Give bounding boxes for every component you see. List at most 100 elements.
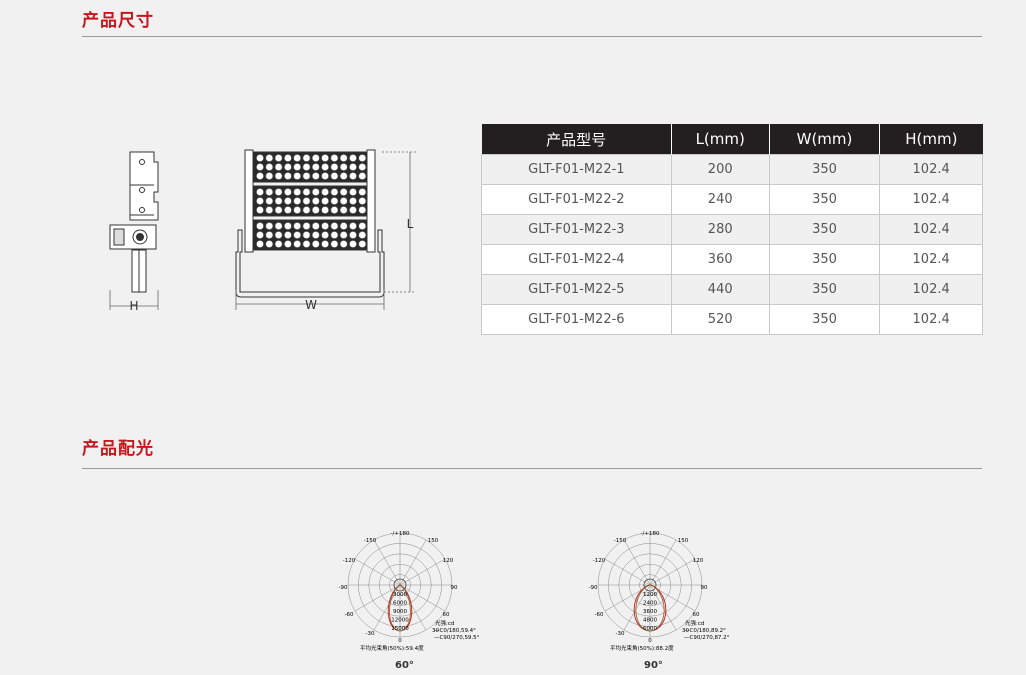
- legend-c0: —C0/180,59.4°: [434, 628, 476, 634]
- polar-chart-90: -/+180 -150 150 -120 120 -90 90 -60 60 -…: [589, 531, 730, 652]
- angle-label-120: 120: [693, 558, 704, 564]
- radial-label: 15000: [391, 626, 409, 632]
- cell-width: 350: [768, 244, 881, 275]
- lens: [283, 197, 292, 205]
- lens: [274, 240, 283, 248]
- cell-height: 102.4: [879, 274, 983, 305]
- lens: [321, 206, 329, 214]
- unit-label: 光强:cd: [685, 619, 704, 627]
- cell-length: 440: [670, 274, 770, 305]
- lens: [339, 172, 348, 180]
- lens: [283, 172, 292, 180]
- cell-height: 102.4: [879, 304, 983, 335]
- lens: [274, 206, 283, 214]
- lens: [358, 197, 367, 205]
- lens: [358, 231, 367, 239]
- lens: [283, 222, 292, 230]
- cell-height: 102.4: [879, 214, 983, 245]
- lens: [283, 240, 292, 248]
- lens: [358, 206, 367, 214]
- lens: [358, 163, 367, 171]
- cell-width: 350: [768, 304, 881, 335]
- lens: [358, 222, 367, 230]
- cell-length: 240: [670, 184, 770, 215]
- side-view: [109, 151, 159, 293]
- lens: [265, 222, 274, 230]
- lens: [311, 240, 320, 248]
- legend-c90: —C90/270,59.5°: [434, 635, 480, 641]
- dimension-label-h: H: [129, 299, 138, 313]
- table-row: GLT-F01-M22-4 360 350 102.4: [481, 244, 983, 275]
- angle-label-0: 0: [648, 638, 652, 644]
- cell-model: GLT-F01-M22-3: [481, 214, 672, 245]
- col-header-height: H(mm): [879, 124, 983, 155]
- angle-label-150: 150: [678, 538, 689, 544]
- lens: [302, 163, 311, 171]
- lens: [349, 206, 357, 214]
- lens: [321, 197, 329, 205]
- table-row: GLT-F01-M22-3 280 350 102.4: [481, 214, 983, 245]
- cell-model: GLT-F01-M22-6: [481, 304, 672, 335]
- angle-label-top: -/+180: [391, 531, 410, 537]
- lens: [311, 222, 320, 230]
- lens: [339, 163, 348, 171]
- polar-grid: [347, 532, 453, 638]
- col-header-length: L(mm): [670, 124, 770, 155]
- radial-label: 3000: [393, 592, 407, 598]
- lens: [293, 231, 302, 239]
- lens: [349, 197, 357, 205]
- lens: [339, 231, 348, 239]
- lens: [265, 231, 274, 239]
- lens: [302, 206, 311, 214]
- table-row: GLT-F01-M22-6 520 350 102.4: [481, 304, 983, 335]
- lens: [321, 222, 329, 230]
- cell-length: 280: [670, 214, 770, 245]
- lens: [311, 188, 320, 196]
- lens: [358, 172, 367, 180]
- lens: [349, 163, 357, 171]
- lens: [283, 163, 292, 171]
- lens: [265, 154, 274, 162]
- radial-label: 3600: [643, 609, 657, 615]
- lens: [256, 172, 264, 180]
- angle-label-minus30: -30: [366, 631, 375, 637]
- angle-label-minus120: -120: [343, 558, 356, 564]
- radial-label: 4800: [643, 618, 657, 624]
- lens: [321, 154, 329, 162]
- lens: [293, 163, 302, 171]
- curve-c90: [635, 584, 665, 632]
- lens: [302, 231, 311, 239]
- lens: [321, 172, 329, 180]
- lens: [349, 154, 357, 162]
- legend-c0: —C0/180,89.2°: [684, 628, 726, 634]
- angle-label-minus90: -90: [339, 585, 348, 591]
- lens: [330, 154, 339, 162]
- cell-height: 102.4: [879, 154, 983, 185]
- angle-label-minus150: -150: [614, 538, 627, 544]
- angle-label-120: 120: [443, 558, 454, 564]
- lens: [311, 197, 320, 205]
- lens: [349, 172, 357, 180]
- cell-model: GLT-F01-M22-5: [481, 274, 672, 305]
- angle-label-minus120: -120: [593, 558, 606, 564]
- section-divider: [82, 36, 982, 37]
- lens: [339, 154, 348, 162]
- lens: [330, 222, 339, 230]
- angle-label-0: 0: [398, 638, 402, 644]
- curve-c90: [389, 584, 411, 632]
- angle-label-60: 60: [443, 612, 450, 618]
- angle-label-minus30: -30: [616, 631, 625, 637]
- angle-label-30: 30: [682, 628, 689, 634]
- lens: [358, 240, 367, 248]
- lens: [274, 154, 283, 162]
- radial-label: 6000: [643, 626, 657, 632]
- lens: [256, 163, 264, 171]
- lens: [274, 222, 283, 230]
- lens: [302, 197, 311, 205]
- spec-table-header: 产品型号 L(mm) W(mm) H(mm): [481, 124, 983, 155]
- table-row: GLT-F01-M22-5 440 350 102.4: [481, 274, 983, 305]
- lens: [293, 240, 302, 248]
- spec-table: 产品型号 L(mm) W(mm) H(mm) GLT-F01-M22-1 200…: [481, 124, 983, 335]
- lens: [302, 222, 311, 230]
